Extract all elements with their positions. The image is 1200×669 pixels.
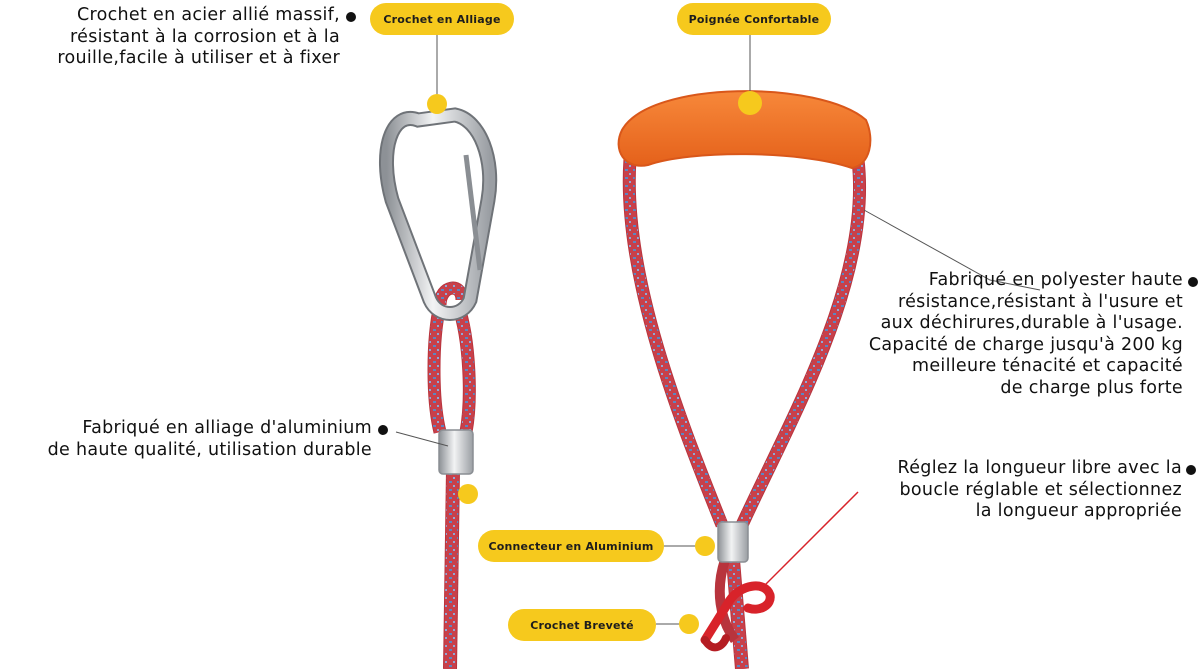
desc-hook-line-2: résistant à la corrosion et à la (70, 26, 340, 47)
desc-adjust-line-2: boucle réglable et sélectionnez (899, 479, 1182, 500)
desc-polyester-line-1: Fabriqué en polyester haute (928, 270, 1183, 290)
desc-hook-line-1: Crochet en acier allié massif, (76, 5, 340, 25)
desc-aluminium-line-1: Fabriqué en alliage d'aluminium (82, 418, 372, 438)
desc-polyester-line-6: de charge plus forte (1000, 377, 1183, 398)
desc-polyester: Fabriqué en polyester haute résistance,r… (843, 270, 1198, 399)
desc-polyester-line-4: Capacité de charge jusqu'à 200 kg (868, 334, 1183, 355)
label-hook-alloy: Crochet en Alliage (370, 3, 514, 35)
desc-hook: Crochet en acier allié massif, résistant… (14, 5, 356, 70)
desc-aluminium: Fabriqué en alliage d'aluminium de haute… (14, 418, 388, 461)
desc-polyester-line-5: meilleure ténacité et capacité (912, 356, 1183, 376)
carabiner (379, 107, 498, 321)
right-rope (622, 139, 866, 669)
desc-aluminium-bullet (378, 425, 388, 435)
marker-dots (427, 91, 762, 634)
desc-polyester-bullet (1188, 277, 1198, 287)
label-patent-hook: Crochet Breveté (508, 609, 656, 641)
desc-hook-bullet (346, 12, 356, 22)
right-ferrule (717, 521, 749, 563)
desc-adjust-bullet (1186, 465, 1196, 475)
desc-aluminium-line-2: de haute qualité, utilisation durable (47, 439, 372, 460)
desc-polyester-line-3: aux déchirures,durable à l'usage. (880, 313, 1183, 333)
desc-adjust-line-1: Réglez la longueur libre avec la (897, 458, 1182, 478)
desc-hook-line-3: rouille,facile à utiliser et à fixer (57, 48, 340, 68)
left-ferrule (438, 429, 474, 475)
desc-adjust: Réglez la longueur libre avec la boucle … (858, 458, 1196, 523)
handle (617, 90, 872, 170)
leader-line-red (759, 491, 859, 591)
desc-polyester-line-2: résistance,résistant à l'usure et (897, 291, 1183, 312)
label-connector: Connecteur en Aluminium (478, 530, 664, 562)
desc-adjust-line-3: la longueur appropriée (975, 501, 1182, 521)
patent-clip (700, 581, 775, 652)
label-handle: Poignée Confortable (677, 3, 831, 35)
left-rope (427, 281, 476, 669)
